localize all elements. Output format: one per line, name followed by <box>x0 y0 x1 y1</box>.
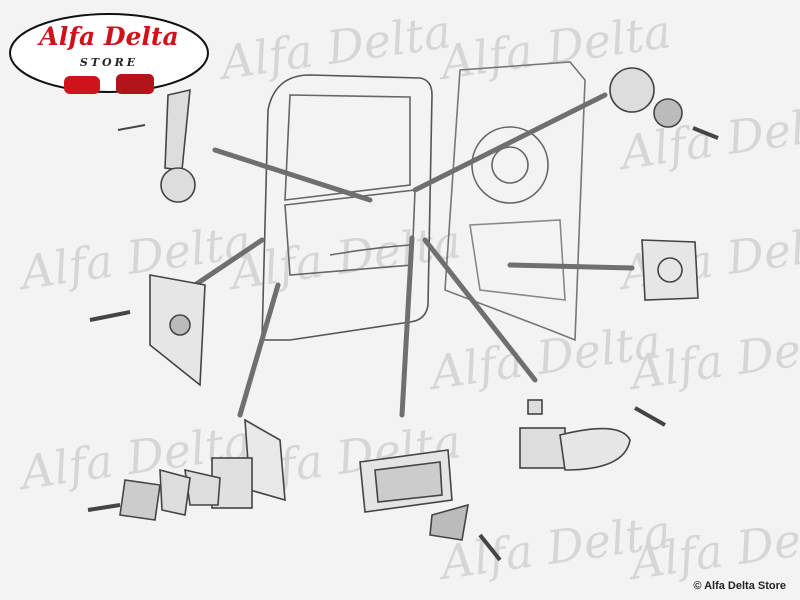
arrow <box>507 262 635 271</box>
door-check-strap <box>641 239 699 301</box>
window-crank-handle <box>117 88 196 203</box>
arrow <box>212 147 373 203</box>
inner-door-handle <box>519 399 666 471</box>
arrow <box>192 237 265 288</box>
car-icon <box>64 76 100 94</box>
lock-cylinder <box>609 67 719 140</box>
car-icon <box>116 74 154 94</box>
arrow <box>422 237 538 383</box>
car-interior <box>444 61 586 342</box>
door-striker-plate <box>87 418 286 521</box>
arrow <box>399 235 415 418</box>
logo-title: Alfa Delta <box>39 22 179 51</box>
arrow <box>237 282 281 418</box>
pointer-arrows <box>192 92 635 418</box>
logo-ellipse <box>9 13 209 94</box>
door-lock-plate <box>149 274 206 387</box>
screw <box>89 310 131 322</box>
logo-subtitle: STORE <box>79 56 139 69</box>
alfa-delta-store-logo[interactable]: Alfa Delta STORE <box>8 12 210 94</box>
door-pull-escutcheon <box>359 449 502 562</box>
copyright-notice: © Alfa Delta Store <box>693 580 786 592</box>
arrow <box>412 92 608 193</box>
